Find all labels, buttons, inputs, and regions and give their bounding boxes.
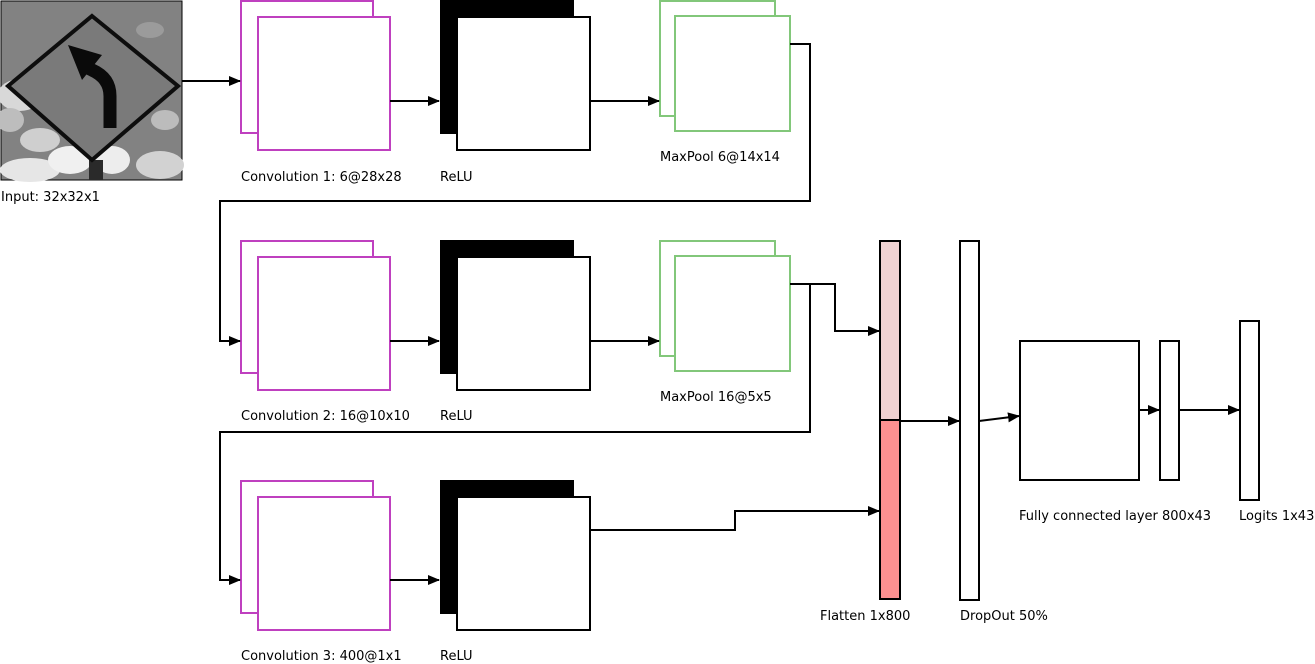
relu2-block — [440, 240, 591, 391]
relu1-label: ReLU — [440, 170, 473, 185]
arrow-relu3-to-flatten — [590, 506, 880, 531]
conv3-block — [240, 480, 391, 631]
pool2-label: MaxPool 16@5x5 — [660, 390, 772, 405]
arrow-pool2-to-flatten — [810, 283, 880, 336]
input-label: Input: 32x32x1 — [1, 190, 100, 205]
conv3-label: Convolution 3: 400@1x1 — [241, 649, 402, 664]
conv2-feature-map-front — [257, 256, 391, 391]
arrow-pool2-to-conv3 — [219, 283, 811, 585]
flatten-label: Flatten 1x800 — [820, 609, 910, 624]
relu2-feature-map — [456, 256, 591, 391]
logits-block — [1239, 320, 1260, 501]
arrow-pool1-to-conv2 — [219, 43, 811, 346]
fc-block — [1019, 340, 1140, 481]
relu3-block — [440, 480, 591, 631]
relu1-block — [440, 0, 591, 151]
flatten-top-segment — [879, 240, 901, 421]
logits-label: Logits 1x43 — [1239, 509, 1314, 524]
conv3-feature-map-front — [257, 496, 391, 631]
conv1-label: Convolution 1: 6@28x28 — [241, 170, 402, 185]
relu2-label: ReLU — [440, 409, 473, 424]
connectors — [182, 43, 1240, 585]
fc-output-block — [1159, 340, 1180, 481]
diamond-sign — [4, 13, 182, 163]
flatten-block — [879, 240, 901, 600]
relu1-feature-map — [456, 16, 591, 151]
dropout-label: DropOut 50% — [960, 609, 1048, 624]
input-image — [0, 0, 184, 182]
pool1-label: MaxPool 6@14x14 — [660, 150, 780, 165]
sign-post — [89, 160, 103, 180]
conv2-block — [240, 240, 391, 391]
relu3-label: ReLU — [440, 649, 473, 664]
arrow-dropout-to-fc — [978, 412, 1020, 423]
conv1-block — [240, 0, 391, 151]
pool1-feature-map-front — [674, 15, 791, 132]
flatten-bottom-segment — [879, 419, 901, 600]
pool2-feature-map-front — [674, 255, 791, 372]
curve-left-arrow-icon — [68, 45, 117, 128]
pool1-block — [659, 0, 791, 132]
conv1-feature-map-front — [257, 16, 391, 151]
dropout-block — [959, 240, 980, 601]
pool2-block — [659, 240, 791, 372]
fc-label: Fully connected layer 800x43 — [1019, 509, 1211, 524]
conv2-label: Convolution 2: 16@10x10 — [241, 409, 410, 424]
relu3-feature-map — [456, 496, 591, 631]
